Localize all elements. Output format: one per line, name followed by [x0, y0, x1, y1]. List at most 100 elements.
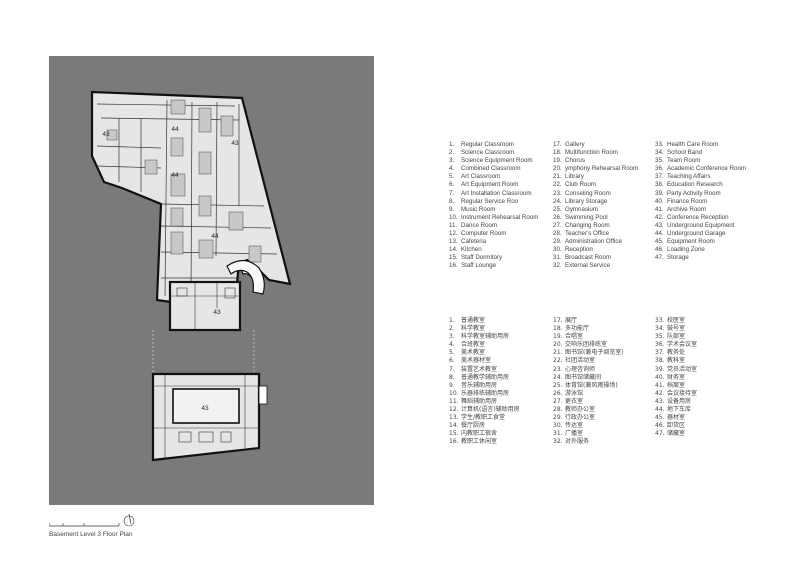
legend-item-label: 社团活动室	[565, 357, 596, 365]
legend-item: 26.Swimming Pool	[553, 214, 638, 222]
legend-item-label: External Service	[565, 262, 611, 270]
legend-item-number: 17.	[553, 317, 563, 324]
legend-item-number: 18.	[553, 149, 562, 157]
room-label-2: 44	[171, 126, 179, 133]
room-label-6: 43	[213, 309, 221, 316]
legend-item-number: 32.	[553, 262, 562, 270]
legend-item-number: 15.	[449, 430, 459, 438]
legend-item: 43.设备用房	[655, 398, 697, 406]
legend-item-label: 更衣室	[565, 397, 584, 405]
legend-item: 19.合唱室	[553, 333, 624, 341]
legend-item-number: 24.	[553, 373, 563, 381]
legend-item-label: 科学教室	[461, 325, 486, 333]
legend-item: 39.党员活动室	[655, 366, 697, 374]
room-label-1: 43	[102, 131, 110, 138]
legend-item: 41.档案室	[655, 382, 697, 390]
legend-item-label: Science Classroom	[461, 149, 515, 157]
legend-item-number: 8.	[449, 373, 455, 381]
legend-item-label: Conference Reception	[667, 213, 729, 221]
legend-item: 16.Staff Lounge	[449, 262, 538, 270]
legend-item-label: 党员活动室	[667, 365, 698, 373]
legend-item-label: Club Room	[565, 181, 596, 189]
legend-item-number: 16.	[449, 262, 458, 270]
legend-item: 37.Teaching Affairs	[655, 173, 746, 181]
legend-item: 13.学生/教职工食堂	[449, 414, 520, 422]
upper-building	[90, 90, 292, 304]
legend-item: 8.Regular Service Roo	[449, 198, 538, 206]
legend-item: 39.Party Activity Room	[655, 190, 746, 198]
legend-item: 44.Underground Garage	[655, 230, 746, 238]
legend-item: 46.卸货区	[655, 422, 697, 430]
legend-item-number: 6.	[449, 181, 455, 189]
legend-item-number: 22.	[553, 181, 562, 189]
legend-item-label: 乐器排练辅助用房	[461, 389, 510, 397]
scale-bar	[49, 513, 135, 527]
legend-item-label: Finance Room	[667, 197, 708, 205]
legend-item-number: 20.	[553, 341, 563, 349]
legend-item: 14.Kitchen	[449, 246, 538, 254]
legend-item: 24.Library Storage	[553, 198, 638, 206]
legend-item-label: Library Storage	[565, 197, 608, 205]
legend-item: 10.乐器排练辅助用房	[449, 390, 520, 398]
legend-item-label: 舞蹈辅助用房	[461, 397, 498, 405]
legend-item-label: 计算机(语言)辅助用房	[461, 406, 520, 414]
legend-item-label: 图书馆储藏间	[565, 373, 602, 381]
legend-item-number: 17.	[553, 141, 562, 148]
legend-item-number: 23.	[553, 365, 563, 373]
legend-item: 24.图书馆储藏间	[553, 374, 624, 382]
legend-item-number: 25.	[553, 381, 563, 389]
legend-item-label: 设备用房	[667, 397, 692, 405]
legend-item: 20.ymphony Rehearsal Room	[553, 165, 638, 173]
legend-item-number: 20.	[553, 165, 562, 173]
legend-item-number: 2.	[449, 325, 455, 333]
legend-item-number: 34.	[655, 149, 664, 157]
legend-item-number: 16.	[449, 438, 459, 446]
legend-item: 12.Computer Room	[449, 230, 538, 238]
legend-item: 20.交响乐团排练室	[553, 341, 624, 349]
legend-item-label: ymphony Rehearsal Room	[565, 165, 639, 173]
legend-item-number: 3.	[449, 333, 455, 341]
legend-item-label: Computer Room	[461, 230, 507, 238]
legend-item-number: 38.	[655, 181, 664, 189]
legend-item-label: Reception	[565, 246, 593, 254]
legend-item-label: 财务室	[667, 373, 686, 381]
legend-item: 1.Regular Classroom	[449, 141, 538, 149]
legend-item-number: 12.	[449, 406, 459, 414]
legend-item-label: 传达室	[565, 422, 584, 430]
legend-item: 6.美术器材室	[449, 357, 520, 365]
legend-item: 27.Changing Room	[553, 222, 638, 230]
legend-item-label: 美术教室	[461, 349, 486, 357]
legend-item: 29.Administration Office	[553, 238, 638, 246]
legend-item: 36.Academic Conference Room	[655, 165, 746, 173]
legend-item-number: 27.	[553, 397, 563, 405]
legend-item-number: 14.	[449, 246, 458, 254]
legend-item-number: 31.	[553, 254, 562, 262]
legend-item: 30.Reception	[553, 246, 638, 254]
legend-item-number: 29.	[553, 414, 563, 422]
legend-item: 14.餐厅厨房	[449, 422, 520, 430]
legend-item-number: 28.	[553, 230, 562, 238]
legend-item-label: Music Room	[461, 205, 496, 213]
legend-item-number: 36.	[655, 341, 665, 349]
legend-item-label: Kitchen	[461, 246, 482, 254]
legend-item-number: 42.	[655, 389, 665, 397]
legend-item: 40.Finance Room	[655, 198, 746, 206]
legend-item-label: 多功能厅	[565, 325, 590, 333]
legend-item-number: 1.	[449, 141, 455, 148]
legend-item-number: 21.	[553, 173, 562, 181]
legend-item: 34.School Band	[655, 149, 746, 157]
legend-item-label: School Band	[667, 149, 703, 157]
legend-item-label: 学生/教职工食堂	[461, 414, 506, 422]
legend-item-number: 11.	[449, 397, 459, 405]
legend-item: 23.心理咨询师	[553, 366, 624, 374]
legend-item-label: 广播室	[565, 430, 584, 438]
legend-item: 35.Team Room	[655, 157, 746, 165]
legend-item: 5.美术教室	[449, 349, 520, 357]
legend-item-label: Teaching Affairs	[667, 173, 711, 181]
legend-item-label: Swimming Pool	[565, 213, 608, 221]
legend-item-number: 31.	[553, 430, 563, 438]
legend-item: 33.Health Care Room	[655, 141, 746, 149]
legend-item: 27.更衣室	[553, 398, 624, 406]
legend-item: 28.Teacher's Office	[553, 230, 638, 238]
